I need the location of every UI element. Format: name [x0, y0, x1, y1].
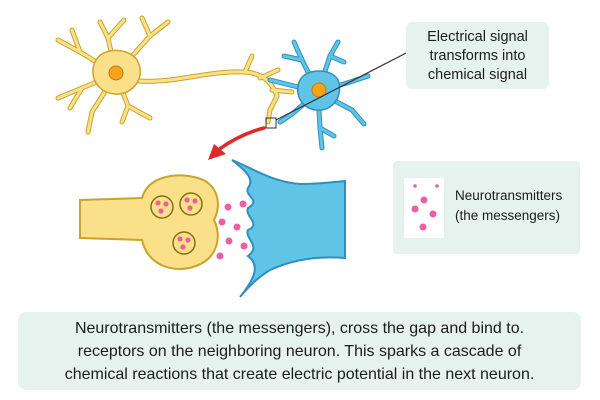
neurotransmitter-swatch [404, 178, 444, 238]
red-curved-arrow-icon [208, 126, 266, 160]
postsynaptic-neuron [267, 39, 371, 151]
postsynaptic-nucleus [311, 82, 327, 98]
legend-label-line: (the messengers) [455, 208, 561, 223]
caption-line: Neurotransmitters (the messengers), cros… [74, 320, 525, 337]
legend-label-line: Neurotransmitters [455, 188, 563, 203]
zoom-indicator-square [265, 117, 277, 129]
callout-text: Electrical signal transforms into chemic… [406, 28, 549, 85]
callout-leader-line [275, 49, 413, 121]
callout-line: chemical signal [427, 67, 528, 83]
presynaptic-nucleus [108, 65, 124, 81]
legend: Neurotransmitters (the messengers) [393, 161, 580, 254]
synaptic-vesicle [150, 192, 203, 255]
signal-callout: Electrical signal transforms into chemic… [406, 22, 549, 89]
callout-line: transforms into [429, 48, 526, 64]
neurotransmitter-dots-icon [411, 184, 439, 231]
caption-text: Neurotransmitters (the messengers), cros… [24, 317, 575, 386]
presynaptic-terminal [79, 174, 219, 270]
presynaptic-neuron [55, 15, 295, 135]
callout-line: Electrical signal [427, 29, 528, 45]
caption-line: chemical reactions that create electric … [64, 366, 535, 383]
postsynaptic-dendrite [231, 159, 346, 298]
caption-line: receptors on the neighboring neuron. Thi… [77, 343, 522, 360]
cleft-neurotransmitters [216, 200, 248, 260]
legend-label: Neurotransmitters (the messengers) [455, 186, 575, 226]
vesicle-neurotransmitters [155, 197, 198, 250]
caption-box: Neurotransmitters (the messengers), cros… [18, 312, 581, 390]
